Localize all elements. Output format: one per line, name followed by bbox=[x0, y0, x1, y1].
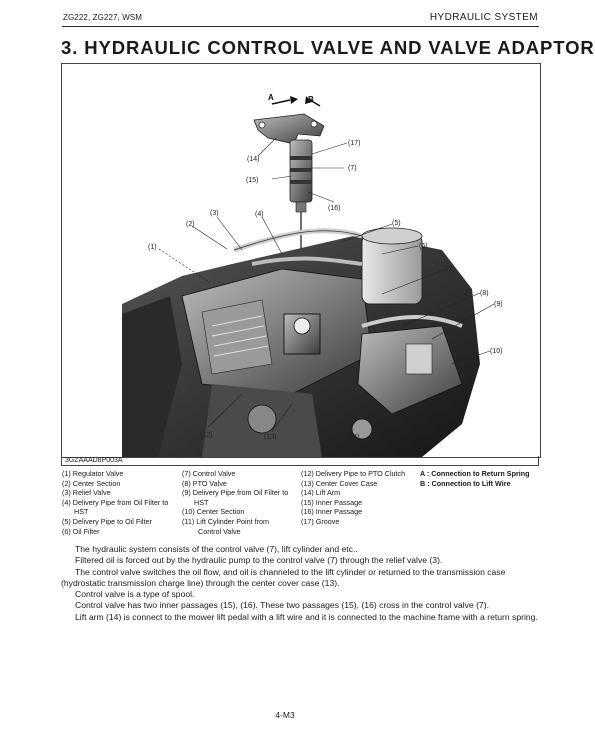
body-paragraph: Lift arm (14) is connect to the mower li… bbox=[75, 611, 538, 622]
valve-figure: A B (1) (2) (3) (4) (5) (6) (7) (7) (8) … bbox=[61, 63, 541, 458]
body-paragraph: Control valve has two inner passages (15… bbox=[75, 600, 489, 611]
callout-16: (16) bbox=[328, 205, 340, 212]
callout-2: (2) bbox=[186, 221, 195, 228]
figure-code: 3GZAAAD8P003A bbox=[61, 456, 539, 466]
legend-item: (4) Delivery Pipe from Oil Filter to bbox=[62, 497, 169, 507]
callout-17: (17) bbox=[348, 140, 360, 147]
legend-item: (7) Control Valve bbox=[182, 469, 236, 478]
valve-illustration: A B (1) (2) (3) (4) (5) (6) (7) (7) (8) … bbox=[122, 93, 503, 457]
legend-item: (9) Delivery Pipe from Oil Filter to bbox=[182, 488, 289, 498]
callout-7-lower: (7) bbox=[446, 266, 455, 273]
callout-3: (3) bbox=[210, 210, 219, 217]
legend-column-3: (12) Delivery Pipe to PTO Clutch (13) Ce… bbox=[301, 469, 405, 527]
callout-14-lower: (14) bbox=[347, 434, 359, 441]
legend-column-4: A : Connection to Return Spring B : Conn… bbox=[420, 469, 530, 488]
callout-14: (14) bbox=[247, 156, 259, 163]
body-text: The hydraulic system consists of the con… bbox=[61, 544, 543, 623]
callout-9: (9) bbox=[494, 301, 503, 308]
callout-6: (6) bbox=[419, 243, 428, 250]
body-paragraph: Filtered oil is forced out by the hydrau… bbox=[75, 555, 443, 566]
callout-15: (15) bbox=[246, 177, 258, 184]
legend-item-b: B : Connection to Lift Wire bbox=[420, 478, 511, 488]
legend-item: (14) Lift Arm bbox=[301, 488, 341, 498]
legend-item: (3) Relief Valve bbox=[62, 488, 111, 498]
lift-arm-detail bbox=[253, 96, 325, 326]
legend-item: (16) Inner Passage bbox=[301, 507, 363, 517]
legend-item: Control Valve bbox=[198, 526, 241, 536]
callout-a: A bbox=[268, 93, 274, 102]
header-section: HYDRAULIC SYSTEM bbox=[429, 12, 538, 23]
header-models: ZG222, ZG227, WSM bbox=[63, 13, 143, 22]
body-paragraph: Control valve is a type of spool. bbox=[75, 589, 195, 600]
page-title: 3. HYDRAULIC CONTROL VALVE AND VALVE ADA… bbox=[61, 37, 595, 58]
legend-item: (8) PTO Valve bbox=[182, 478, 227, 488]
legend-item: HST bbox=[194, 497, 209, 507]
legend-column-2: (7) Control Valve (8) PTO Valve (9) Deli… bbox=[182, 469, 288, 536]
callout-1: (1) bbox=[148, 244, 157, 251]
legend-item: HST bbox=[74, 507, 89, 517]
callout-4: (4) bbox=[255, 211, 264, 218]
body-paragraph: The control valve switches the oil flow,… bbox=[61, 566, 506, 588]
callout-b: B bbox=[308, 95, 314, 104]
legend-item: (12) Delivery Pipe to PTO Clutch bbox=[301, 469, 406, 478]
legend-item: (10) Center Section bbox=[182, 507, 245, 517]
callout-labels: A B (1) (2) (3) (4) (5) (6) (7) (7) (8) … bbox=[148, 93, 503, 441]
legend-item: (15) Inner Passage bbox=[301, 497, 363, 507]
transmission-assembly bbox=[122, 227, 480, 457]
legend-item: (13) Center Cover Case bbox=[301, 478, 378, 488]
legend-item: (11) Lift Cylinder Point from bbox=[182, 516, 269, 526]
callout-8: (8) bbox=[480, 290, 489, 297]
callout-5: (5) bbox=[392, 220, 401, 227]
legend-item-a: A : Connection to Return Spring bbox=[420, 469, 530, 478]
legend-column-1: (1) Regulator Valve (2) Center Section (… bbox=[62, 469, 168, 536]
legend-item: (6) Oil Filter bbox=[62, 526, 100, 536]
leader-lines bbox=[158, 137, 495, 432]
callout-10: (10) bbox=[490, 348, 502, 355]
callout-7-upper: (7) bbox=[348, 165, 357, 172]
legend-item: (17) Groove bbox=[301, 516, 340, 526]
legend-item: (2) Center Section bbox=[62, 478, 121, 488]
header-rule bbox=[62, 26, 539, 27]
callout-12: (12) bbox=[200, 432, 212, 439]
callout-13: (13) bbox=[264, 434, 276, 441]
body-paragraph: The hydraulic system consists of the con… bbox=[75, 544, 358, 554]
legend-item: (5) Delivery Pipe to Oil Filter bbox=[62, 516, 152, 526]
page-number: 4-M3 bbox=[275, 710, 295, 720]
legend-item: (1) Regulator Valve bbox=[62, 469, 124, 478]
